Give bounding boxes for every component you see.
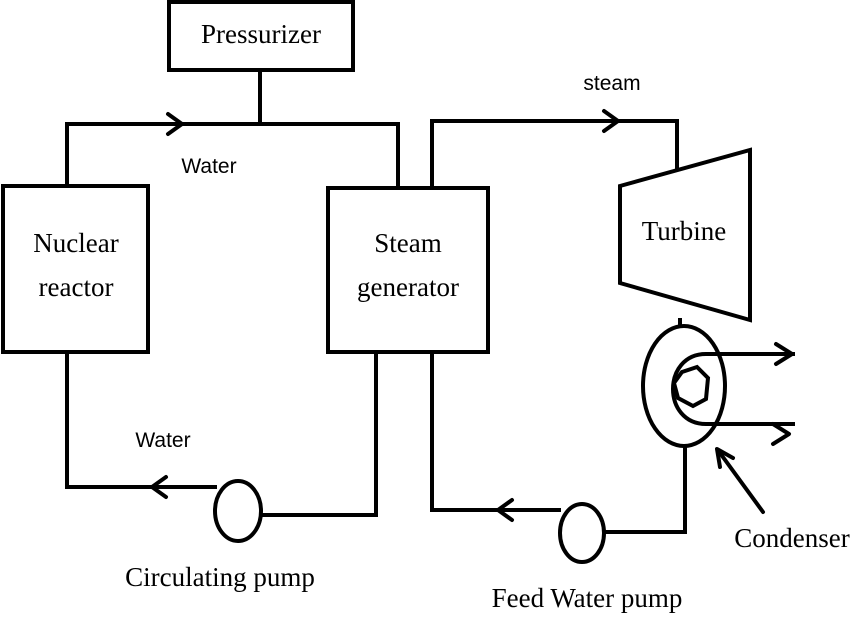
pressurizer-box <box>167 0 355 72</box>
steam-label: steam <box>583 72 640 95</box>
flow-arrows <box>150 109 620 522</box>
condenser-core <box>671 364 711 409</box>
primary-return-pipe-right <box>260 350 378 517</box>
steam-line-pipe <box>430 119 679 190</box>
turbine-label: Turbine <box>642 216 727 246</box>
nuclear-reactor-label-line2: reactor <box>39 272 114 302</box>
pressurizer-label: Pressurizer <box>201 19 321 49</box>
steam-generator-label-line2: generator <box>357 272 459 302</box>
circulating-pump-label: Circulating pump <box>125 562 315 592</box>
condensate-pipe <box>602 428 687 534</box>
primary-hot-leg-pipe <box>65 122 400 190</box>
nuclear-reactor-label-line1: Nuclear <box>33 228 118 258</box>
cooling-water-inlet-arrow <box>774 342 794 366</box>
water-flow-arrow-right <box>166 112 184 136</box>
water-flow-arrow-left <box>150 475 168 499</box>
steam-flow-arrow-right <box>602 109 620 133</box>
condenser-shell <box>641 324 727 448</box>
water-label-top: Water <box>181 155 236 178</box>
feed-water-pump-label: Feed Water pump <box>492 583 683 613</box>
condenser-label: Condenser <box>734 523 849 553</box>
condenser <box>641 324 795 514</box>
cooling-water-outlet-arrow <box>771 422 791 446</box>
nuclear-reactor-box <box>1 184 150 354</box>
water-label-bottom: Water <box>135 429 190 452</box>
steam-generator-box <box>326 186 490 354</box>
feed-water-pump-icon <box>558 502 606 564</box>
turbine-shape <box>618 147 752 323</box>
cooling-water-tube <box>671 352 795 426</box>
condenser-pointer-arrowhead <box>715 447 735 469</box>
primary-loop-pipes <box>65 68 400 517</box>
feed-water-pipe <box>430 350 561 512</box>
primary-return-pipe-left <box>65 350 217 489</box>
circulating-pump-icon <box>213 479 263 543</box>
condenser-pointer-line <box>718 451 765 514</box>
feed-water-flow-arrow-left <box>496 498 514 522</box>
steam-generator-label-line1: Steam <box>374 228 442 258</box>
